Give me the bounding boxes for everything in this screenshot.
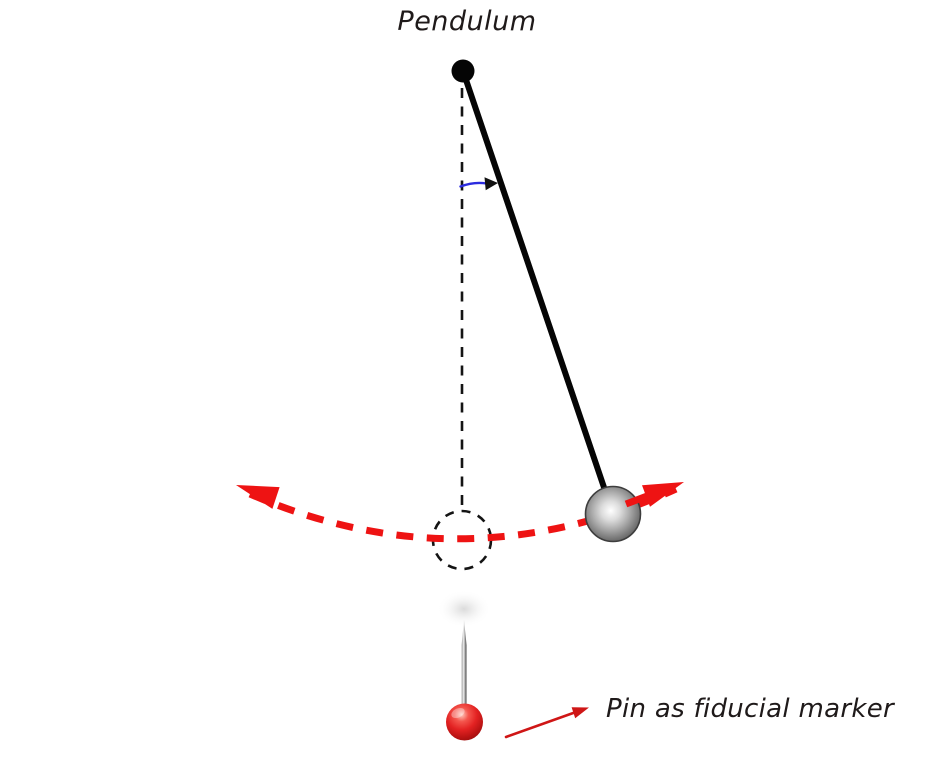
pin-head-highlight [451, 707, 465, 719]
annotation-arrow-line [504, 710, 578, 739]
pendulum-bob [584, 485, 642, 543]
annotation-arrow-head [571, 707, 589, 719]
angle-arrow-head [484, 177, 498, 191]
diagram-title: Pendulum [397, 6, 537, 37]
swing-arc-right-arrowhead [642, 482, 684, 507]
pin-head [446, 703, 483, 741]
swing-arc-left-arrowhead [236, 485, 280, 509]
pin-annotation-label: Pin as fiducial marker [606, 694, 894, 724]
pin-haze [437, 588, 491, 626]
pivot-dot [451, 59, 475, 83]
pin-needle [461, 620, 467, 707]
pendulum-rod [460, 68, 616, 517]
angle-arrow [459, 181, 488, 188]
